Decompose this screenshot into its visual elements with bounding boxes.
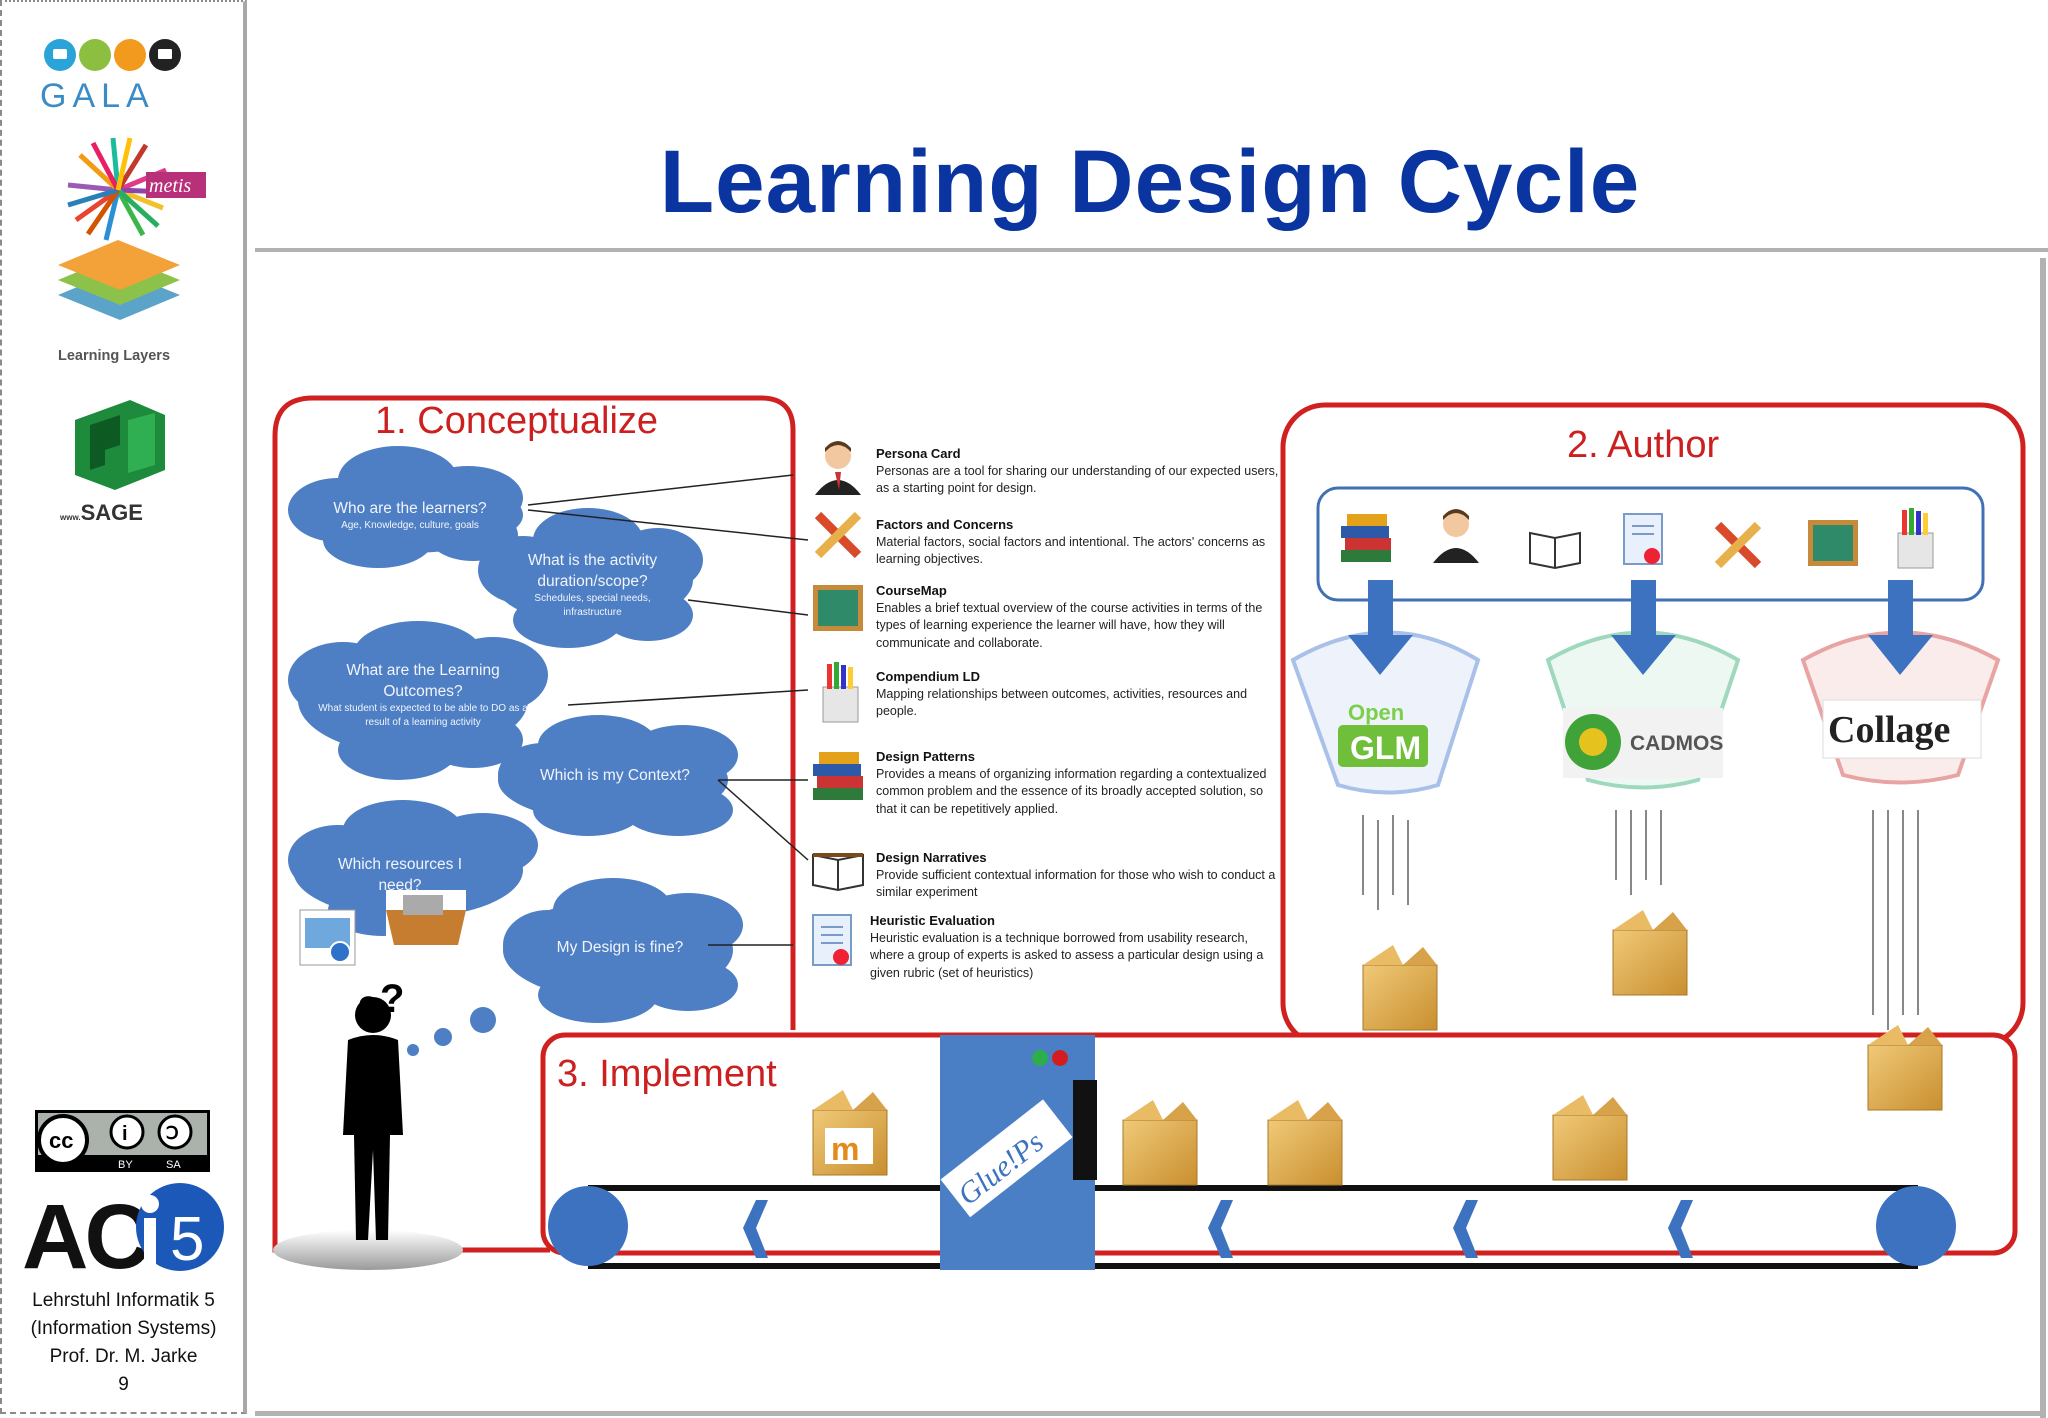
books-icon xyxy=(813,752,863,800)
moodle-box-icon: m xyxy=(812,1090,888,1176)
page-number: 9 xyxy=(118,1374,129,1395)
section-author: 2. Author xyxy=(1567,424,1720,466)
blackboard-icon xyxy=(1808,520,1858,566)
question-duration: What is the activity duration/scope?Sche… xyxy=(527,552,658,618)
question-resources: Which resources I need? xyxy=(337,856,463,894)
learning-layers-text: Learning Layers xyxy=(58,348,170,364)
conveyor-belt xyxy=(548,1185,1956,1269)
svg-text:Ↄ: Ↄ xyxy=(166,1123,179,1143)
sage-text: www.SAGE xyxy=(59,500,143,525)
pencil-cup-icon xyxy=(822,662,859,723)
svg-text:?: ? xyxy=(380,977,404,1021)
persona-icon xyxy=(1433,509,1479,563)
svg-text:5: 5 xyxy=(170,1205,204,1274)
connector-lines xyxy=(527,474,809,946)
package-boxes: m xyxy=(812,910,1943,1186)
books-icon xyxy=(1341,514,1391,562)
cloud-design-fine xyxy=(503,878,743,1023)
gala-text: GALA xyxy=(40,77,155,115)
box-icon xyxy=(1122,1100,1198,1186)
question-design-fine: My Design is fine? xyxy=(556,939,684,956)
question-clouds xyxy=(288,446,743,1056)
footer-line: Prof. Dr. M. Jarke xyxy=(49,1346,198,1367)
metis-text: metis xyxy=(149,175,191,197)
acis-logo: AC 5 xyxy=(22,1183,224,1280)
glm-logo: Open GLM xyxy=(1338,700,1428,767)
learning-design-diagram: ? ? xyxy=(272,395,2026,1270)
glueps-machine: Glue!Ps xyxy=(940,1035,1097,1270)
section-implement: 3. Implement xyxy=(557,1053,777,1095)
sidebar-frame xyxy=(0,0,247,1414)
open-book-icon xyxy=(812,853,864,892)
conceptualize-frame xyxy=(313,395,796,1030)
section-conceptualize: 1. Conceptualize xyxy=(375,400,659,442)
box-icon xyxy=(1267,1100,1343,1186)
cloud-duration xyxy=(478,508,703,648)
learning-layers-logo: Learning Layers xyxy=(58,240,180,364)
cloud-outcomes xyxy=(288,621,548,780)
pencil-cross-icon xyxy=(1714,521,1762,569)
svg-text:Open: Open xyxy=(1348,700,1404,725)
question-learners: Who are the learners?Age, Knowledge, cul… xyxy=(333,500,487,531)
falling-lines xyxy=(1362,810,1919,1030)
sage-logo: www.SAGE xyxy=(59,400,165,525)
metis-logo: metis xyxy=(67,137,206,241)
title-divider xyxy=(255,248,2048,252)
collage-logo: Collage xyxy=(1822,699,1982,759)
checklist-icon xyxy=(812,914,852,966)
pencil-cross-icon xyxy=(814,511,862,559)
persona-icon xyxy=(815,441,861,495)
thinking-person: ? ? xyxy=(273,977,463,1270)
svg-text:m: m xyxy=(831,1131,859,1167)
svg-text:?: ? xyxy=(358,990,379,1028)
open-book-icon xyxy=(1529,531,1581,570)
gala-logo: GALA xyxy=(40,39,181,115)
resource-images xyxy=(299,890,466,966)
down-arrows xyxy=(1348,580,1933,675)
svg-text:CADMOS: CADMOS xyxy=(1630,732,1723,755)
cadmos-logo: CADMOS xyxy=(1563,708,1723,778)
sidebar-footer: Lehrstuhl Informatik 5 (Information Syst… xyxy=(0,1287,247,1399)
svg-text:GLM: GLM xyxy=(1350,730,1421,766)
svg-text:BY: BY xyxy=(118,1159,133,1171)
svg-text:i: i xyxy=(122,1123,128,1145)
box-icon xyxy=(1552,1095,1628,1181)
slide-title: Learning Design Cycle xyxy=(659,131,1641,231)
box-icon xyxy=(1612,910,1688,996)
pencil-cup-icon xyxy=(1897,508,1934,569)
footer-line: (Information Systems) xyxy=(30,1318,217,1339)
svg-text:cc: cc xyxy=(49,1128,73,1153)
svg-text:Collage: Collage xyxy=(1828,709,1950,751)
footer-line: Lehrstuhl Informatik 5 xyxy=(32,1290,215,1311)
box-icon xyxy=(1867,1025,1943,1111)
sidebar-logos: GALA metis xyxy=(40,39,206,525)
blackboard-icon xyxy=(813,585,863,631)
card-icons xyxy=(812,441,864,966)
checklist-icon xyxy=(1623,513,1663,565)
bottom-border xyxy=(255,1411,2040,1416)
svg-text:AC: AC xyxy=(22,1186,148,1280)
box-icon xyxy=(1362,945,1438,1031)
cloud-context xyxy=(498,715,738,836)
question-context: Which is my Context? xyxy=(540,767,690,784)
right-border xyxy=(2040,258,2046,1418)
cc-license-badge: cc i Ↄ BY SA xyxy=(35,1110,210,1172)
svg-text:SA: SA xyxy=(166,1159,181,1171)
author-tool-icons xyxy=(1341,508,1934,570)
question-outcomes: What are the Learning Outcomes?What stud… xyxy=(318,662,528,728)
